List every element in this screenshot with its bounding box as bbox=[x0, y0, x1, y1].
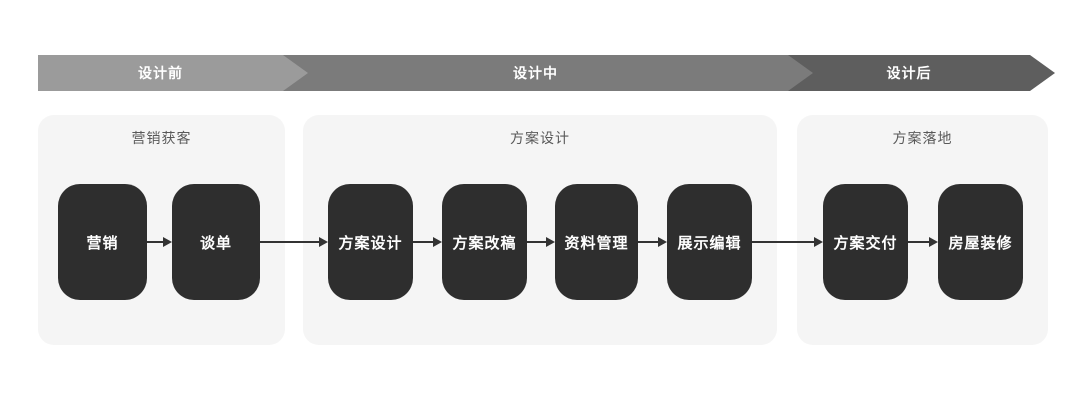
node-label: 房屋装修 bbox=[948, 234, 1013, 252]
node-negotiation: 谈单 bbox=[172, 184, 260, 300]
node-label: 方案交付 bbox=[833, 234, 898, 252]
stage-band-post-design: 设计后 bbox=[788, 55, 1055, 91]
panel-title: 营销获客 bbox=[131, 130, 192, 146]
flow-arrow bbox=[752, 236, 823, 248]
node-label: 营销 bbox=[86, 234, 119, 252]
node-label: 方案设计 bbox=[338, 234, 403, 252]
arrow-head-icon bbox=[163, 237, 172, 247]
node-label: 谈单 bbox=[199, 234, 232, 252]
stage-label: 设计中 bbox=[513, 65, 558, 81]
arrow-shaft bbox=[413, 241, 435, 243]
node-label: 资料管理 bbox=[564, 234, 629, 252]
node-plan-revision: 方案改稿 bbox=[442, 184, 527, 300]
stage-band-in-design: 设计中 bbox=[283, 55, 813, 91]
arrow-shaft bbox=[260, 241, 321, 243]
flow-arrow bbox=[908, 236, 938, 248]
flow-arrow bbox=[638, 236, 667, 248]
arrow-head-icon bbox=[433, 237, 442, 247]
node-label: 展示编辑 bbox=[677, 234, 742, 252]
panel-title: 方案落地 bbox=[892, 130, 953, 146]
node-presentation-editing: 展示编辑 bbox=[667, 184, 752, 300]
arrow-shaft bbox=[527, 241, 548, 243]
arrow-shaft bbox=[147, 241, 165, 243]
arrow-shaft bbox=[752, 241, 816, 243]
node-marketing: 营销 bbox=[58, 184, 147, 300]
panel-title: 方案设计 bbox=[510, 130, 570, 146]
stage-label: 设计前 bbox=[138, 65, 183, 81]
stage-label: 设计后 bbox=[886, 65, 932, 81]
arrow-shaft bbox=[908, 241, 931, 243]
arrow-head-icon bbox=[658, 237, 667, 247]
stage-band-pre-design: 设计前 bbox=[38, 55, 308, 91]
node-plan-design: 方案设计 bbox=[328, 184, 413, 300]
flow-arrow bbox=[260, 236, 328, 248]
flow-arrow bbox=[413, 236, 442, 248]
arrow-head-icon bbox=[814, 237, 823, 247]
node-material-management: 资料管理 bbox=[555, 184, 638, 300]
node-plan-delivery: 方案交付 bbox=[823, 184, 908, 300]
node-house-decoration: 房屋装修 bbox=[938, 184, 1023, 300]
arrow-head-icon bbox=[546, 237, 555, 247]
flow-arrow bbox=[147, 236, 172, 248]
arrow-head-icon bbox=[319, 237, 328, 247]
arrow-head-icon bbox=[929, 237, 938, 247]
flow-arrow bbox=[527, 236, 555, 248]
node-label: 方案改稿 bbox=[452, 234, 517, 252]
arrow-shaft bbox=[638, 241, 660, 243]
